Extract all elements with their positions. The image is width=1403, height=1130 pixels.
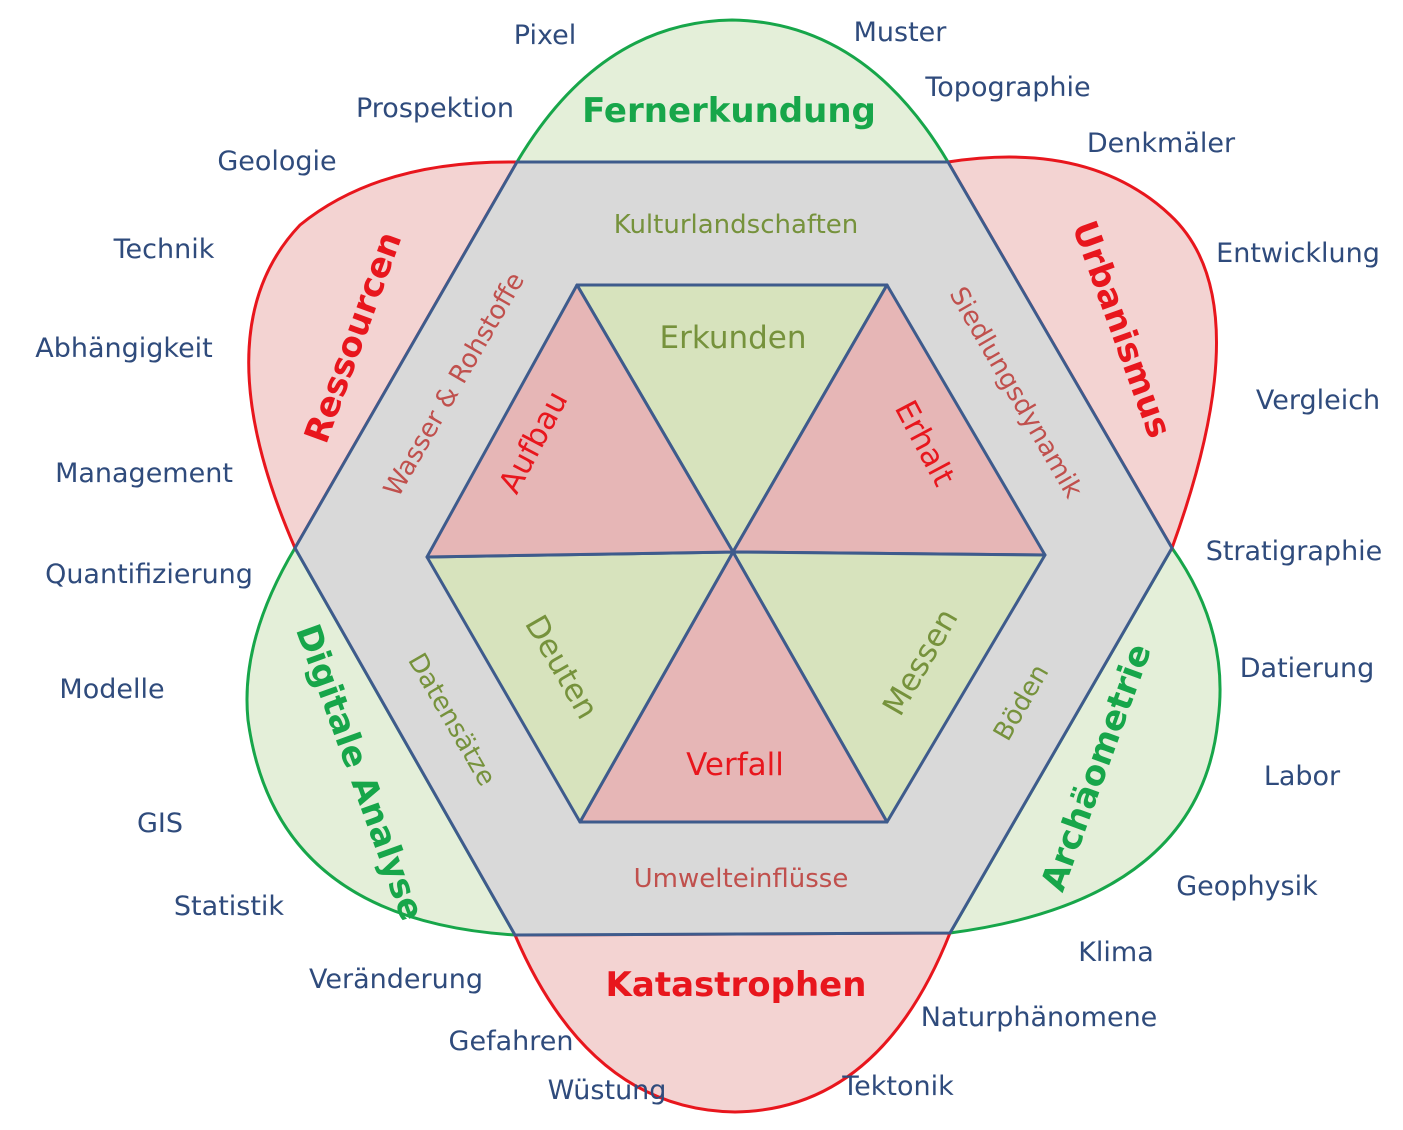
keyword-veraenderung: Veränderung: [309, 964, 483, 995]
keyword-wuestung: Wüstung: [548, 1075, 667, 1106]
keyword-labor: Labor: [1264, 761, 1341, 792]
keyword-datierung: Datierung: [1240, 653, 1375, 684]
hex-label-bottom: Umwelteinflüsse: [634, 864, 849, 894]
keyword-stratigraphie: Stratigraphie: [1206, 536, 1383, 567]
keyword-geophysik: Geophysik: [1176, 871, 1318, 902]
petals: [245, 18, 1222, 1114]
petal-bottom: [512, 931, 953, 1114]
inner-triangles: [425, 283, 1047, 824]
triangle-upper-left: [425, 283, 735, 559]
keyword-gefahren: Gefahren: [449, 1026, 574, 1057]
outer-keywords: Pixel Muster Topographie Denkmäler Prosp…: [35, 17, 1382, 1106]
petal-upper-right: [945, 155, 1218, 552]
keyword-entwicklung: Entwicklung: [1216, 238, 1380, 269]
keyword-naturphaenomene: Naturphänomene: [921, 1002, 1158, 1033]
keyword-gis: GIS: [137, 808, 183, 839]
keyword-tektonik: Tektonik: [841, 1071, 954, 1102]
keyword-abhaengigkeit: Abhängigkeit: [35, 333, 213, 364]
keyword-pixel: Pixel: [514, 20, 576, 51]
petal-lower-right: [947, 545, 1222, 935]
keyword-vergleich: Vergleich: [1256, 385, 1380, 416]
petal-title-top: Fernerkundung: [582, 91, 876, 131]
hex-label-top: Kulturlandschaften: [614, 210, 859, 240]
keyword-geologie: Geologie: [217, 146, 336, 177]
keyword-technik: Technik: [113, 234, 215, 265]
keyword-modelle: Modelle: [59, 674, 164, 705]
tri-label-bottom: Verfall: [686, 747, 784, 783]
keyword-quantifizierung: Quantifizierung: [45, 559, 253, 590]
petal-upper-left: [247, 160, 520, 552]
keyword-statistik: Statistik: [174, 891, 285, 922]
keyword-denkmaeler: Denkmäler: [1087, 128, 1236, 159]
petal-top: [514, 18, 951, 164]
keyword-topographie: Topographie: [924, 72, 1090, 103]
petal-title-bottom: Katastrophen: [606, 965, 867, 1005]
keyword-prospektion: Prospektion: [356, 93, 514, 124]
tri-label-top: Erkunden: [659, 320, 806, 356]
keyword-klima: Klima: [1078, 937, 1154, 968]
keyword-muster: Muster: [854, 17, 948, 48]
petal-lower-left: [245, 545, 518, 937]
keyword-management: Management: [55, 458, 233, 489]
